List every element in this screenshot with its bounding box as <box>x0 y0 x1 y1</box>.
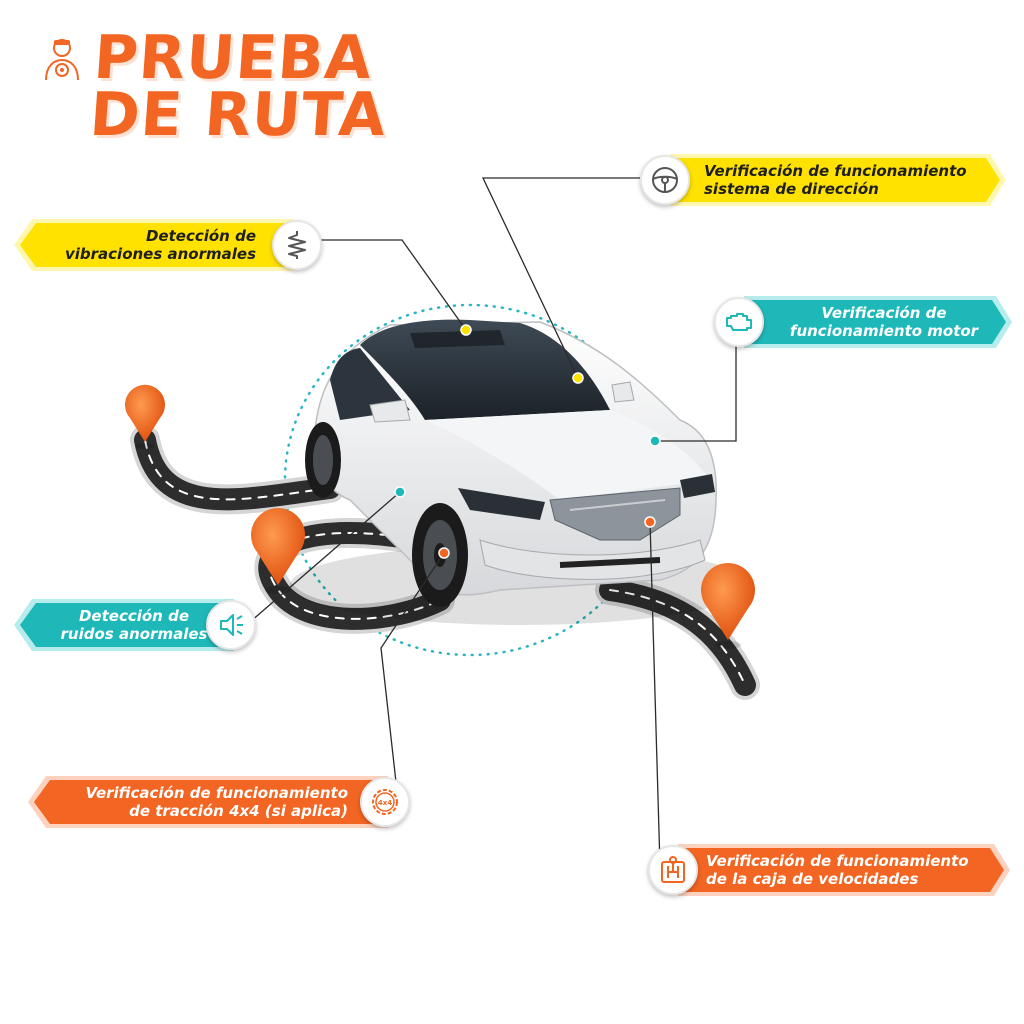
callout-vibrations: Detección de vibraciones anormales <box>14 215 324 275</box>
callout-steering: Verificación de funcionamiento sistema d… <box>640 150 1010 210</box>
callout-gearbox: Verificación de funcionamiento de la caj… <box>648 840 1012 900</box>
map-pin <box>125 384 165 449</box>
engine-icon <box>726 313 752 331</box>
gear-shift-icon <box>661 856 685 883</box>
spring-icon <box>288 231 306 259</box>
callout-gearbox-line1: Verificación de funcionamiento <box>706 852 969 870</box>
steering-wheel-icon <box>652 167 678 193</box>
callout-engine: Verificación de funcionamiento motor <box>714 292 1014 352</box>
callout-noise-line2: ruidos anormales <box>60 625 208 643</box>
callout-engine-line2: funcionamiento motor <box>789 322 979 340</box>
callout-vibrations-line2: vibraciones anormales <box>64 245 256 263</box>
callout-steering-line1: Verificación de funcionamiento <box>704 162 967 180</box>
gear-4x4-icon: 4x4 <box>372 789 398 815</box>
callout-noise: Detección de ruidos anormales <box>14 595 258 655</box>
callout-steering-line2: sistema de dirección <box>704 180 879 198</box>
callout-gearbox-line2: de la caja de velocidades <box>706 870 919 888</box>
gear-4x4-label: 4x4 <box>378 799 392 807</box>
map-pin <box>701 563 756 649</box>
connector-lines <box>249 177 737 867</box>
callout-engine-line1: Verificación de <box>821 304 947 322</box>
callout-vibrations-line1: Detección de <box>145 227 256 245</box>
callout-noise-line1: Detección de <box>78 607 189 625</box>
callout-traction-line2: de tracción 4x4 (si aplica) <box>129 802 348 820</box>
speaker-icon <box>220 614 243 636</box>
mechanic-icon <box>45 39 79 81</box>
road <box>130 425 760 700</box>
callout-traction: Verificación de funcionamiento de tracci… <box>28 772 412 832</box>
callout-traction-line1: Verificación de funcionamiento <box>85 784 348 802</box>
